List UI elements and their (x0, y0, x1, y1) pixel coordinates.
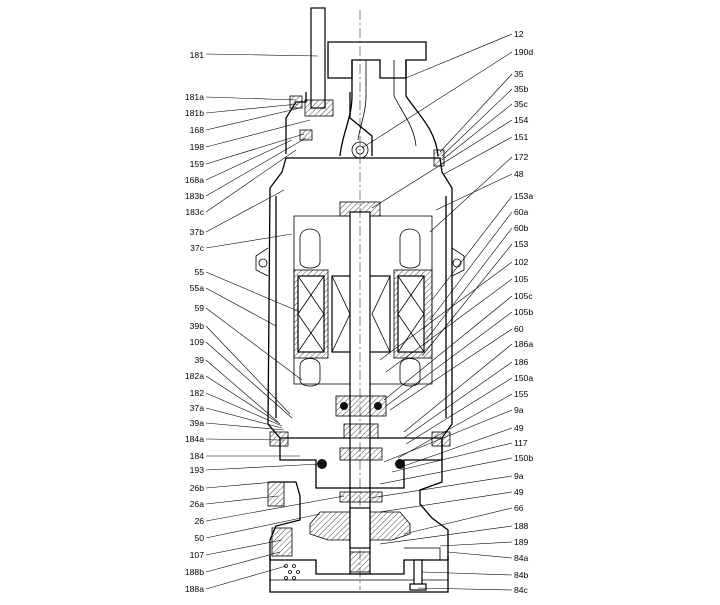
part-label: 168a (185, 175, 204, 185)
labels-right: 12 190d 35 35b 35c 154 151 172 48 153a 60a 60b 153 10… (514, 29, 533, 595)
part-label: 117 (514, 438, 528, 448)
part-label: 109 (190, 337, 205, 347)
part-label: 153 (514, 239, 529, 249)
part-label: 183b (185, 191, 204, 201)
part-label: 26 (194, 516, 204, 526)
part-label: 60a (514, 207, 529, 217)
part-label: 186a (514, 339, 533, 349)
part-label: 198 (190, 142, 205, 152)
part-label: 150b (514, 453, 533, 463)
part-label: 190d (514, 47, 533, 57)
part-label: 168 (190, 125, 205, 135)
labels-left: 181 181a 181b 168 198 159 168a 183b 183c 37b 37c 55… (185, 50, 205, 594)
discharge-flange (327, 41, 427, 79)
part-label: 151 (514, 132, 529, 142)
part-label: 184a (185, 434, 204, 444)
part-label: 9a (514, 471, 524, 481)
part-label: 12 (514, 29, 524, 39)
part-label: 184 (190, 451, 205, 461)
part-label: 105c (514, 291, 533, 301)
part-label: 50 (194, 533, 204, 543)
part-label: 39a (190, 418, 205, 428)
discharge-pipe (339, 60, 439, 157)
part-label: 59 (194, 303, 204, 313)
part-label: 183c (185, 207, 204, 217)
part-label: 102 (514, 257, 529, 267)
cable-gland (304, 99, 334, 117)
part-label: 84c (514, 585, 529, 595)
part-label: 39b (190, 321, 205, 331)
part-label: 181 (190, 50, 205, 60)
part-label: 49 (514, 423, 524, 433)
part-label: 186 (514, 357, 529, 367)
part-label: 105b (514, 307, 533, 317)
part-label: 35b (514, 84, 529, 94)
part-label: 39 (194, 355, 204, 365)
part-label: 154 (514, 115, 529, 125)
part-label: 182 (190, 388, 205, 398)
part-label: 150a (514, 373, 533, 383)
part-label: 153a (514, 191, 533, 201)
part-label: 84a (514, 553, 529, 563)
part-label: 48 (514, 169, 524, 179)
part-label: 55 (194, 267, 204, 277)
strainer-base (269, 556, 449, 593)
upper-mechanical-seal (339, 447, 383, 461)
leader-lines-right (361, 33, 513, 591)
part-label: 188 (514, 521, 529, 531)
part-label: 159 (190, 159, 205, 169)
part-label: 107 (190, 550, 205, 560)
part-label: 105 (514, 274, 529, 284)
part-label: 66 (514, 503, 524, 513)
part-label: 37b (190, 227, 205, 237)
part-label: 155 (514, 389, 529, 399)
part-label: 35 (514, 69, 524, 79)
part-label: 26a (190, 499, 205, 509)
part-label: 55a (190, 283, 205, 293)
part-label: 172 (514, 152, 529, 162)
strainer-holes (284, 564, 300, 580)
part-label: 35c (514, 99, 529, 109)
part-label: 189 (514, 537, 529, 547)
pump-casing (269, 438, 449, 575)
part-label: 181a (185, 92, 204, 102)
pump-body (255, 7, 465, 593)
part-label: 9a (514, 405, 524, 415)
part-label: 181b (185, 108, 204, 118)
part-label: 37c (190, 243, 205, 253)
part-label: 84b (514, 570, 529, 580)
part-label: 26b (190, 483, 205, 493)
power-cable (310, 7, 326, 109)
oil-chamber (279, 438, 443, 489)
part-label: 49 (514, 487, 524, 497)
stator-windings (297, 275, 425, 353)
part-label: 188b (185, 567, 204, 577)
part-label: 182a (185, 371, 204, 381)
part-label: 60 (514, 324, 524, 334)
part-label: 37a (190, 403, 205, 413)
leader-lines-left (205, 53, 345, 590)
part-label: 188a (185, 584, 204, 594)
part-label: 60b (514, 223, 529, 233)
part-label: 193 (190, 465, 205, 475)
